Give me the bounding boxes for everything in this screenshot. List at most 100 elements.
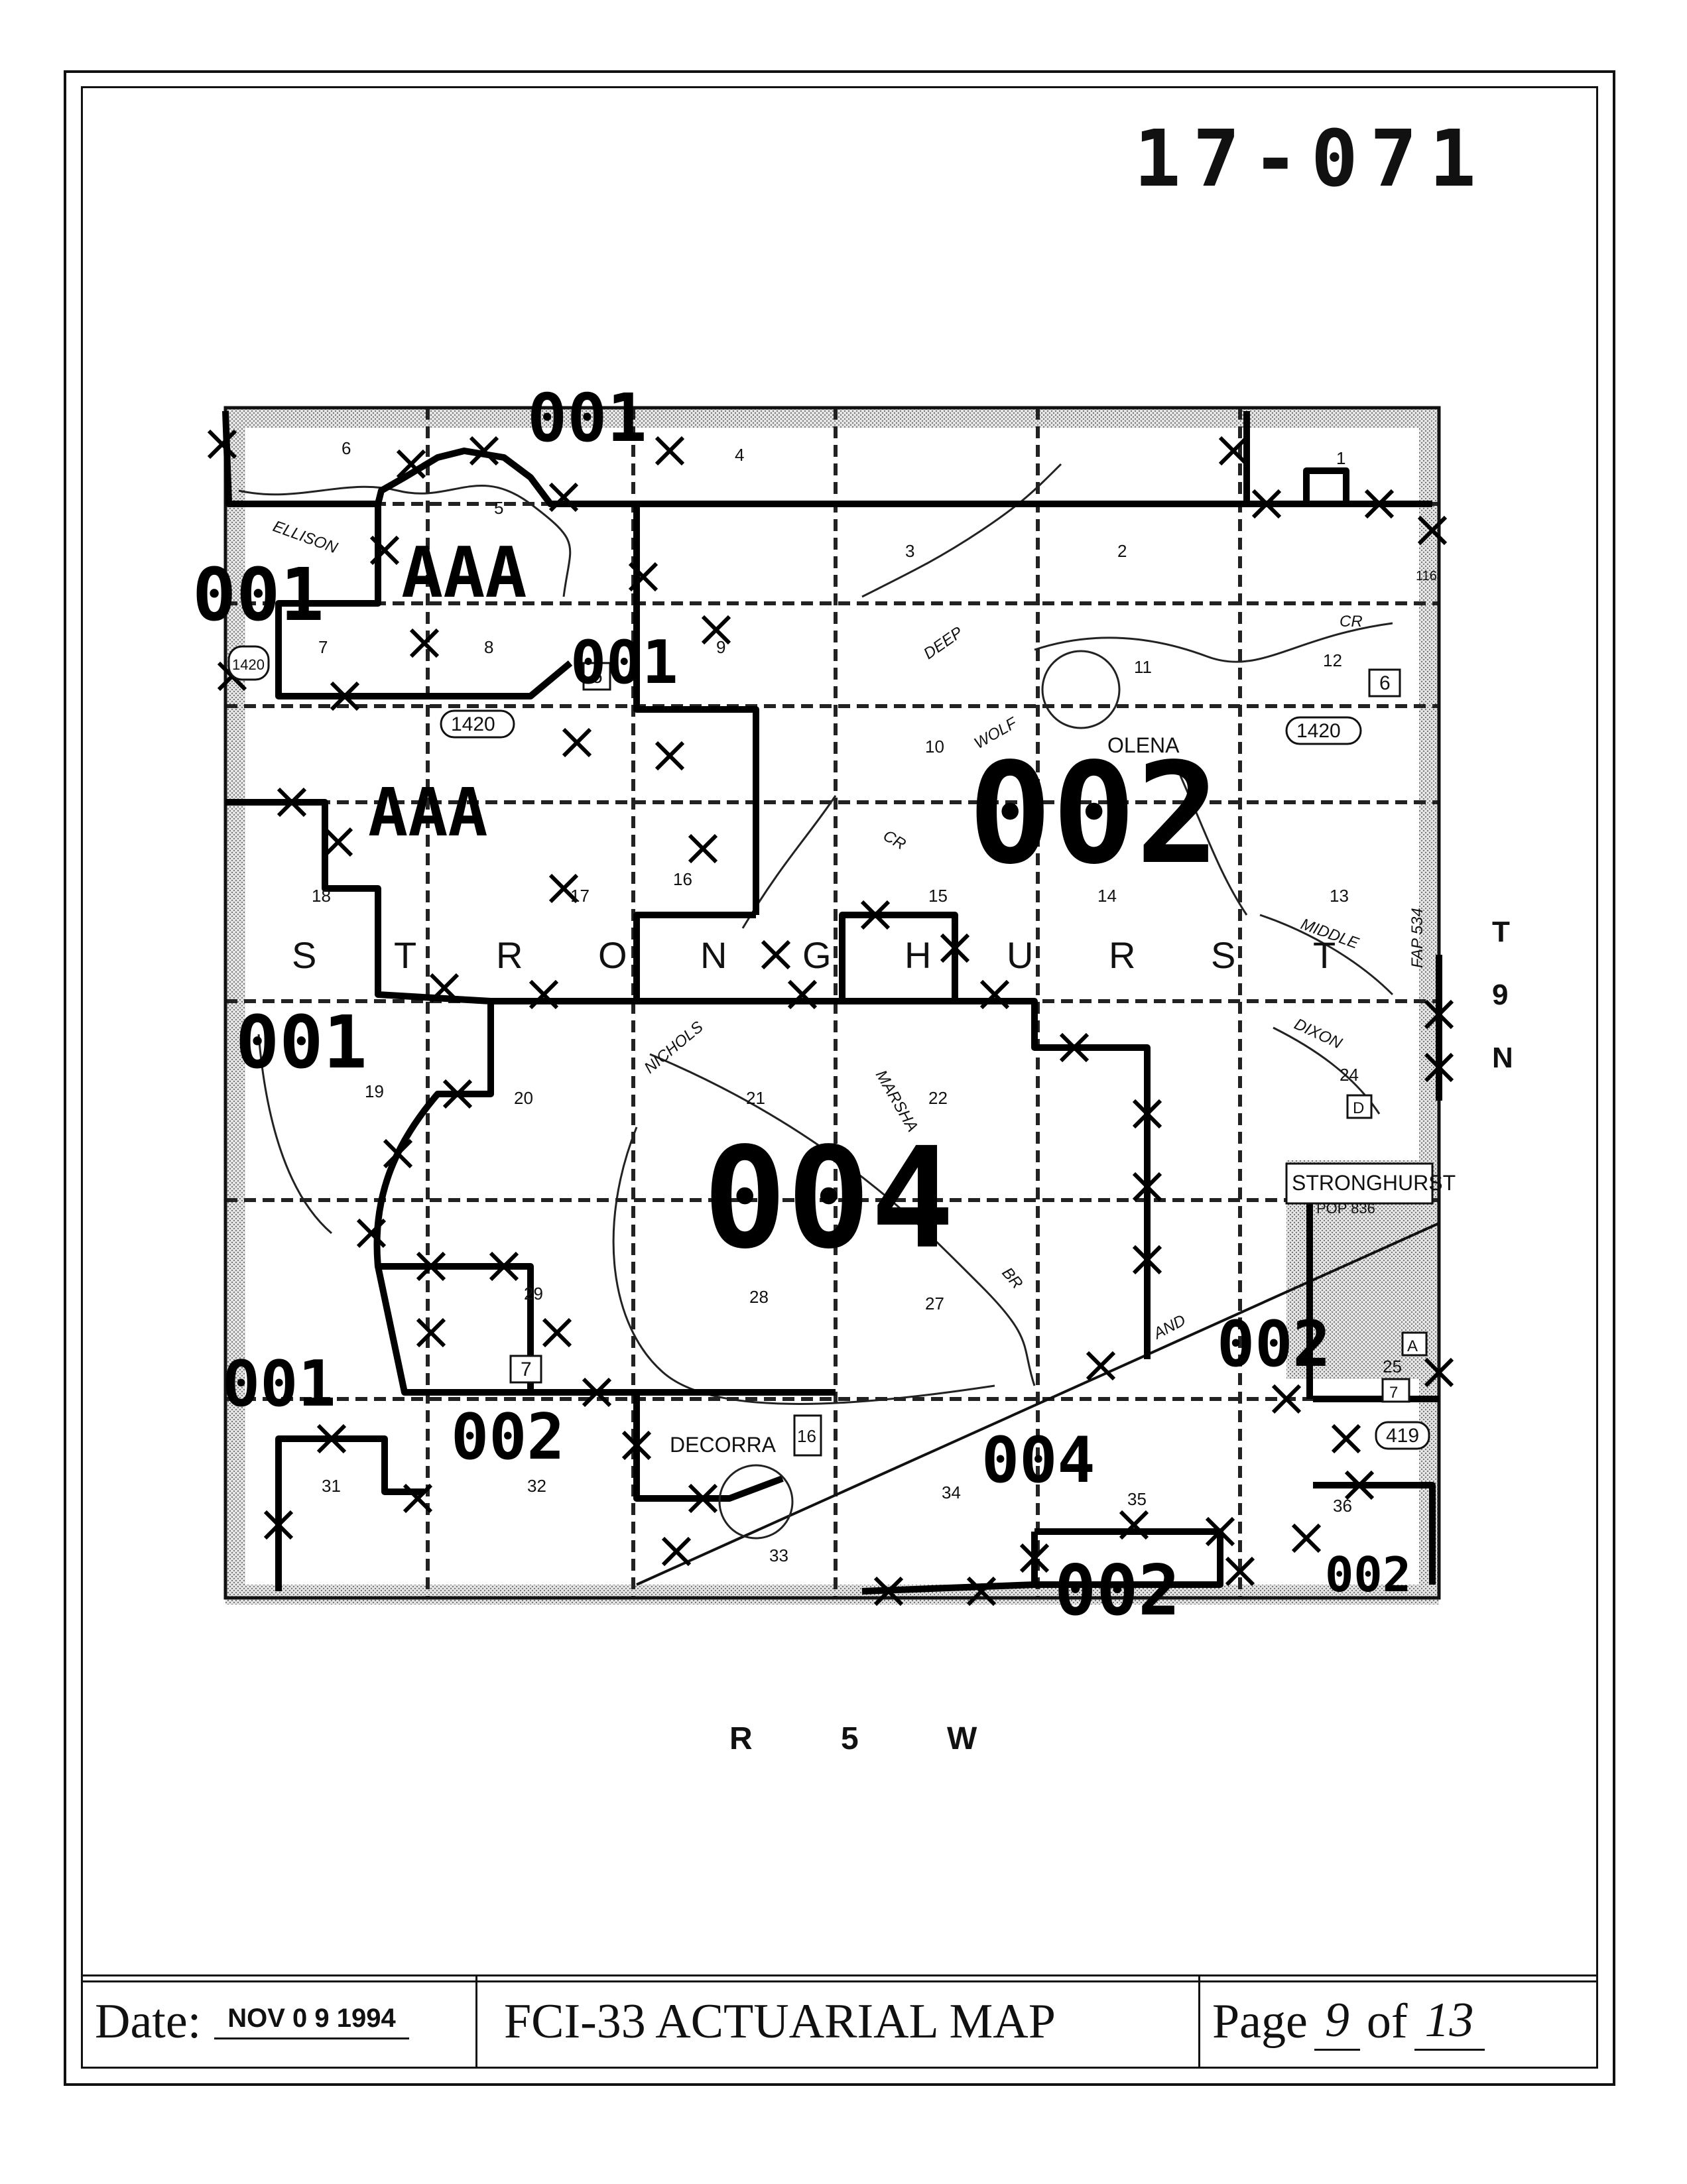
section-number: 4 <box>735 445 744 465</box>
place-names: OLENA STRONGHURST POP 836 DECORRA <box>670 733 1456 1457</box>
zone-code: 002 <box>1217 1308 1331 1381</box>
section-number: 25 <box>1383 1357 1402 1376</box>
section-number: 33 <box>769 1546 788 1565</box>
route-shield-label: 116 <box>1416 569 1437 583</box>
township-letter: U <box>1007 934 1033 976</box>
zone-code: AAA <box>401 532 527 613</box>
section-number: 9 <box>716 637 725 657</box>
inner-border <box>81 86 1598 1982</box>
date-label: Date: <box>95 1994 202 2049</box>
township-letter: T <box>394 934 416 976</box>
route-shield-label: 16 <box>797 1426 816 1446</box>
section-number: 31 <box>322 1476 341 1496</box>
zone-code: 001 <box>222 1348 336 1421</box>
date-value: NOV 0 9 1994 <box>214 2004 409 2039</box>
zone-code: AAA <box>368 774 488 851</box>
route-shield-label: 6 <box>592 666 603 688</box>
township-letter: H <box>905 934 931 976</box>
township-side-label: T 9N <box>1492 916 1513 1074</box>
section-number: 16 <box>673 869 692 889</box>
section-number: 15 <box>928 886 948 906</box>
section-number: 13 <box>1330 886 1349 906</box>
title-block: Date: NOV 0 9 1994 FCI-33 ACTUARIAL MAP … <box>81 1974 1598 2069</box>
zone-code: 004 <box>703 1117 954 1280</box>
page-number: 9 <box>1314 1992 1360 2051</box>
olena-label: OLENA <box>1107 733 1180 757</box>
section-number: 5 <box>494 498 503 518</box>
township-letter: S <box>1211 934 1235 976</box>
section-number: 10 <box>925 737 944 757</box>
route-shield-label: D <box>1353 1099 1364 1117</box>
of-label: of <box>1366 1994 1408 2049</box>
decorra-label: DECORRA <box>670 1433 777 1457</box>
stream-label: CR <box>880 827 909 854</box>
section-number: 6 <box>342 438 351 458</box>
zone-code: 001 <box>527 379 647 457</box>
route-shield-label: 1420 <box>232 656 265 673</box>
stream-label: FAP 534 <box>1408 908 1426 968</box>
stronghurst-label: STRONGHURST <box>1292 1171 1456 1195</box>
range-label: R 5 W <box>729 1721 1017 1756</box>
olena-town-circle <box>1041 650 1121 729</box>
section-number: 2 <box>1117 541 1127 561</box>
section-number: 11 <box>1134 657 1152 677</box>
township-side-letter: N <box>1492 1042 1513 1074</box>
page-cell: Page 9 of 13 <box>1200 1976 1596 2067</box>
section-number: 19 <box>365 1081 384 1101</box>
township-letter: G <box>802 934 832 976</box>
section-number: 34 <box>942 1483 961 1502</box>
section-number: 20 <box>514 1088 533 1108</box>
outer-border <box>64 70 1615 2086</box>
section-number: 14 <box>1097 886 1117 906</box>
section-number: 1 <box>1336 448 1345 468</box>
zone-code: 001 <box>192 552 324 637</box>
decorra-town-circle <box>718 1464 794 1540</box>
township-letter: N <box>700 934 727 976</box>
section-number: 29 <box>524 1284 543 1304</box>
date-cell: Date: NOV 0 9 1994 <box>83 1976 477 2067</box>
township-letter: T <box>1313 934 1336 976</box>
map-id: 17-071 <box>1133 113 1488 204</box>
route-shield-label: 1420 <box>1296 720 1341 742</box>
railroad-line <box>636 1222 1440 1586</box>
section-number: 32 <box>527 1476 546 1496</box>
stronghurst-pop-label: POP 836 <box>1316 1200 1375 1217</box>
zone-code: 002 <box>1054 1550 1180 1631</box>
township-letter: R <box>1109 934 1135 976</box>
township-letter: O <box>598 934 627 976</box>
zone-boundaries <box>222 410 1442 1595</box>
boundary-x-marks <box>207 429 1454 1607</box>
zone-code: 001 <box>235 1000 367 1085</box>
zone-code: 002 <box>451 1401 565 1474</box>
zone-code: 002 <box>968 733 1219 895</box>
stream-label: DIXON <box>1291 1015 1345 1053</box>
section-number: 17 <box>570 886 590 906</box>
section-number: 18 <box>312 886 331 906</box>
streams <box>238 463 1394 1405</box>
section-number: 12 <box>1323 650 1342 670</box>
route-shield-label: A <box>1407 1337 1418 1355</box>
section-number: 7 <box>318 637 328 657</box>
route-shield-label: 7 <box>521 1359 532 1380</box>
route-shield-label: 7 <box>1389 1384 1398 1402</box>
stream-label: CR <box>1340 613 1363 631</box>
map-title: FCI-33 ACTUARIAL MAP <box>504 1994 1056 2049</box>
zone-code: 004 <box>981 1424 1095 1497</box>
section-number: 36 <box>1333 1496 1352 1516</box>
section-number: 35 <box>1127 1489 1147 1509</box>
route-shield-label: 6 <box>1379 672 1391 694</box>
title-cell: FCI-33 ACTUARIAL MAP <box>477 1976 1200 2067</box>
township-side-letter: T <box>1492 916 1510 948</box>
zone-code: 002 <box>1325 1547 1411 1603</box>
zone-codes: 001 001 AAA 001 AAA 002 001 004 001 002 … <box>192 379 1411 1631</box>
section-numbers: 6 5 4 3 2 1 7 8 9 10 11 12 18 17 16 15 1… <box>312 438 1402 1565</box>
route-shield-label: 419 <box>1386 1425 1419 1447</box>
township-letter: R <box>496 934 523 976</box>
route-shields: 1420 1420 1420 6 6 7 16 419 A 7 D 116 <box>227 569 1437 1457</box>
section-number: 22 <box>928 1088 948 1108</box>
township-side-letter: 9 <box>1492 979 1508 1011</box>
page-total: 13 <box>1414 1992 1485 2051</box>
stream-label: DEEP <box>920 623 966 663</box>
